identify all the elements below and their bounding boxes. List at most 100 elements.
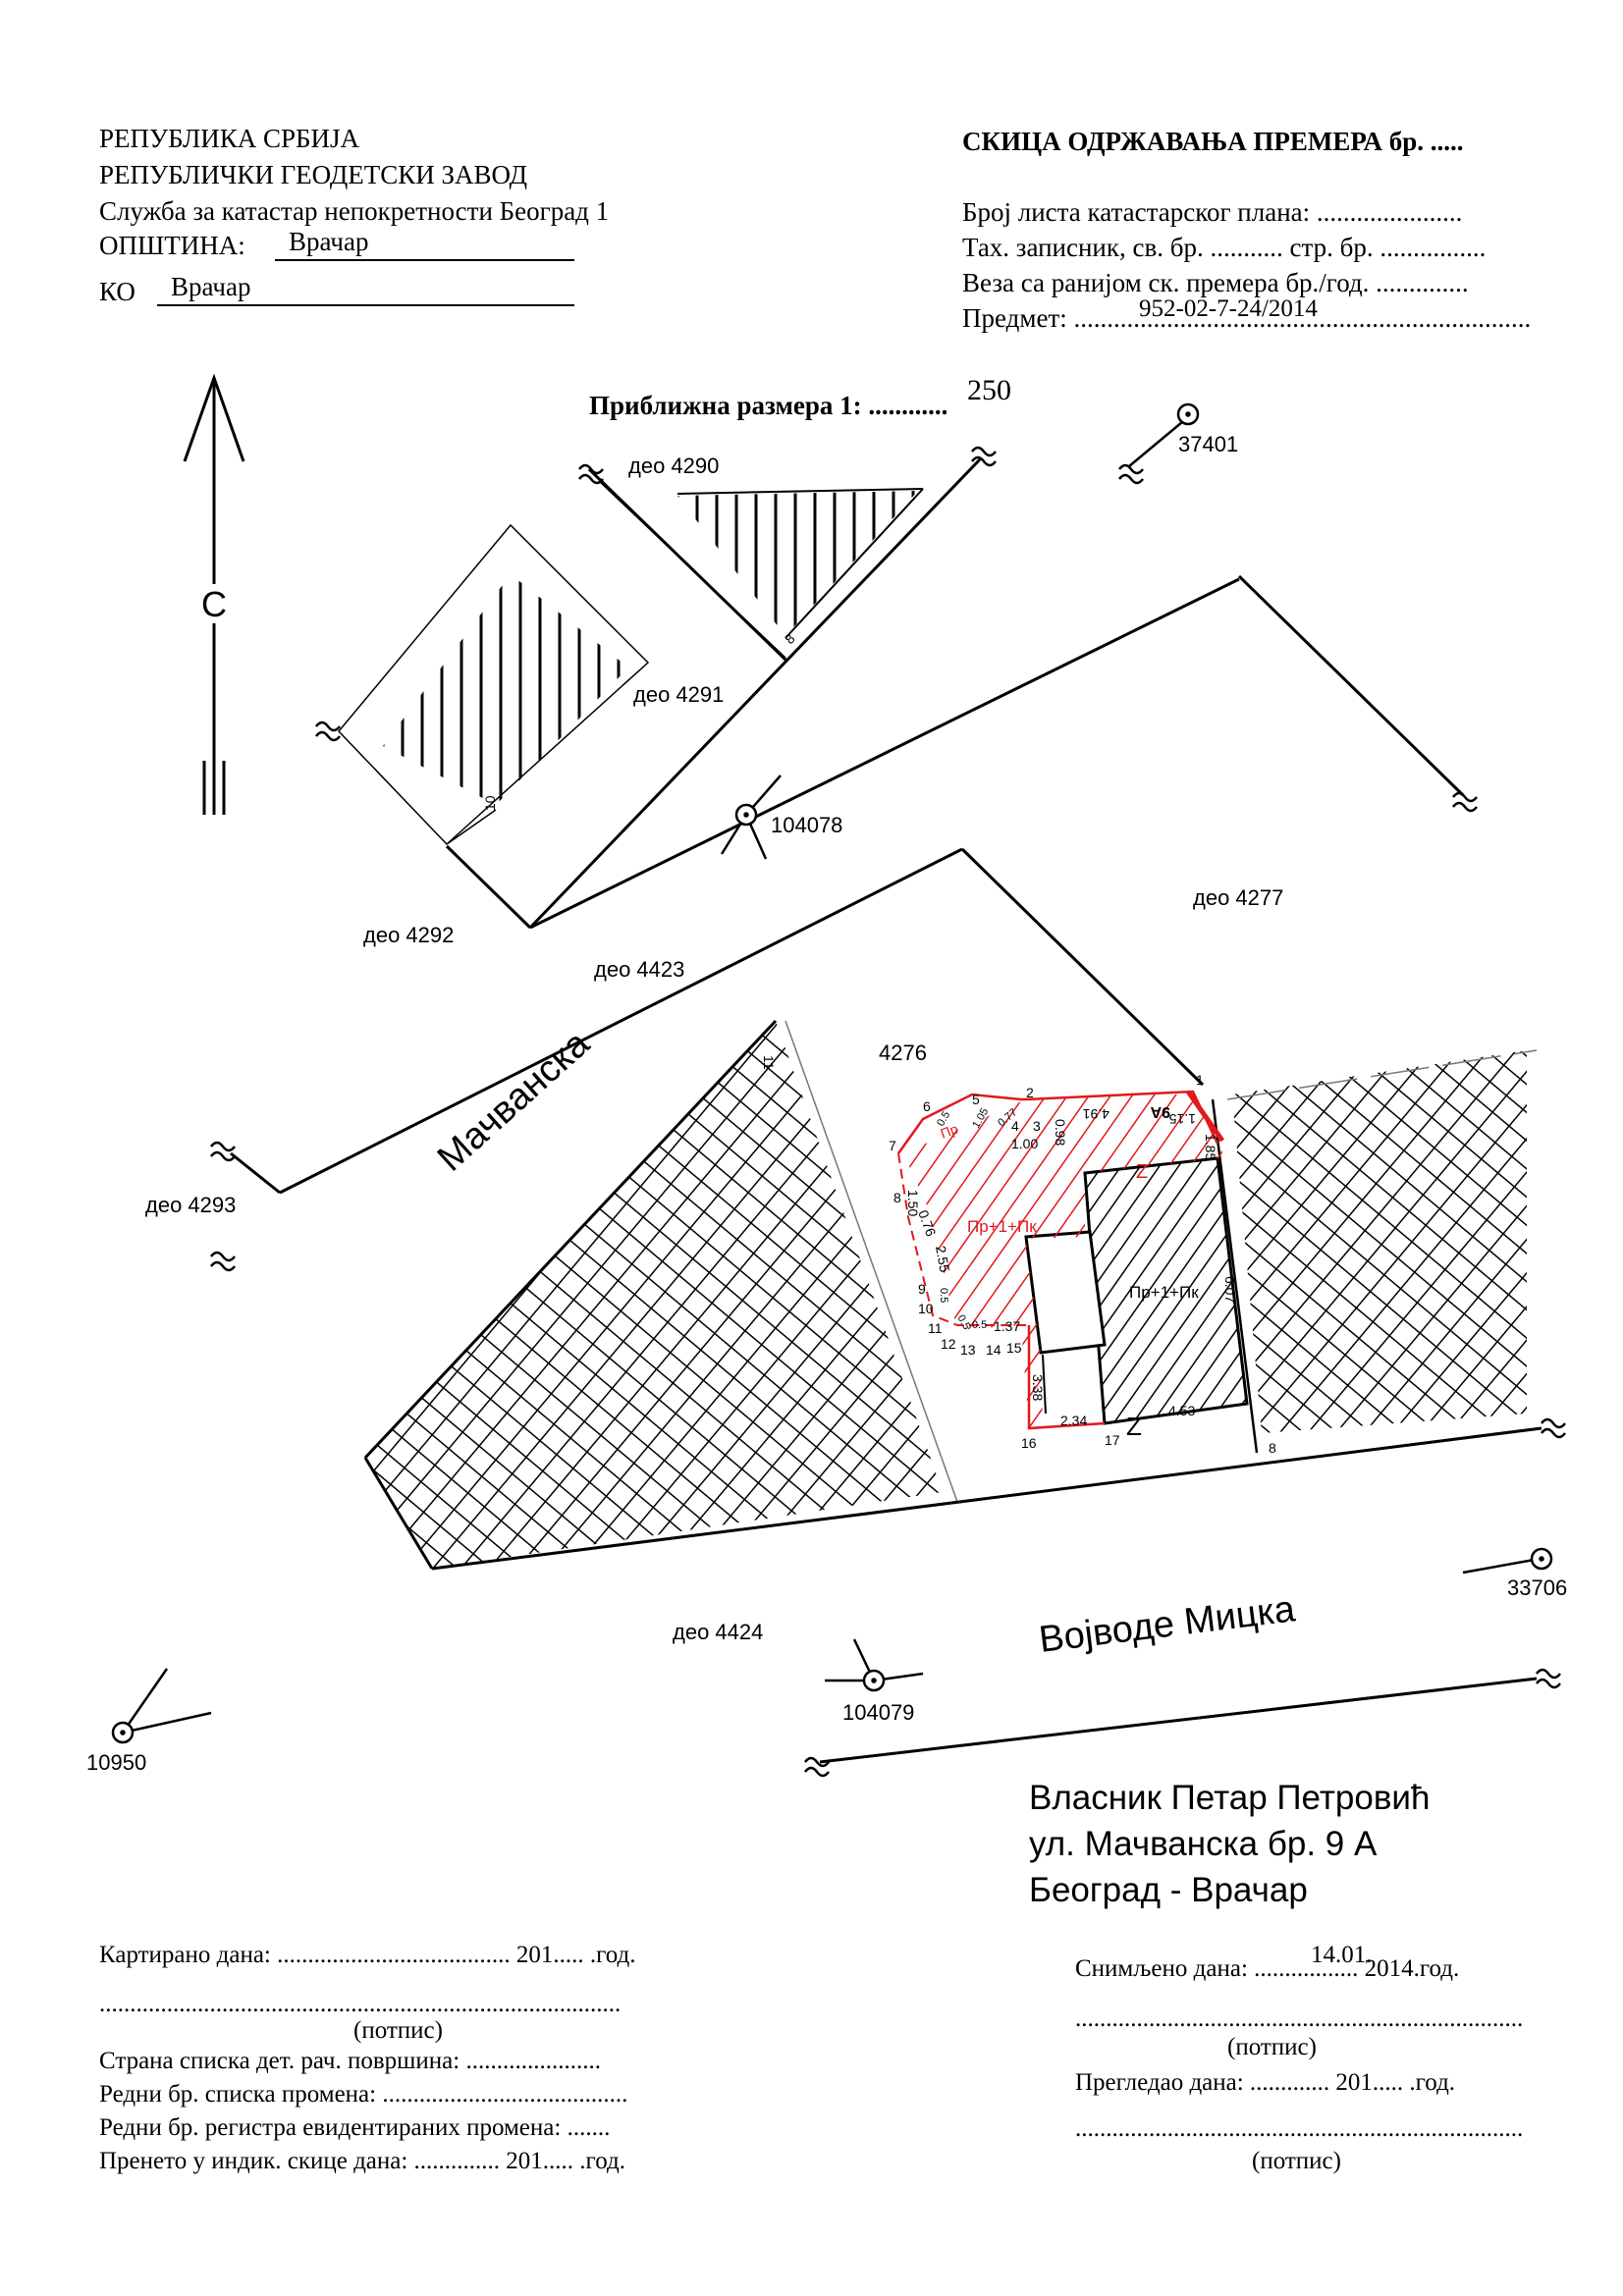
change-list-number-line: Редни бр. списка промена: ..............…: [99, 2081, 628, 2108]
parcel-label: део 4423: [594, 957, 684, 982]
svg-text:6.07: 6.07: [1222, 1276, 1238, 1303]
signature-dots: ........................................…: [99, 1991, 622, 2017]
parcel-label: део 4424: [673, 1620, 763, 1644]
street-name-vojvode-micka: Војводе Мицка: [1037, 1588, 1298, 1661]
parcel-label: део 4292: [363, 923, 454, 947]
svg-text:15: 15: [1006, 1340, 1022, 1356]
hatch-area-west: [365, 1021, 943, 1569]
signature-dots: ........................................…: [1075, 2115, 1524, 2142]
svg-text:10: 10: [918, 1301, 934, 1316]
survey-point-37401: [1128, 402, 1200, 467]
svg-text:8: 8: [893, 1190, 901, 1205]
svg-text:1.50: 1.50: [905, 1190, 921, 1216]
svg-text:11: 11: [928, 1320, 943, 1336]
surveyed-date-line: Снимљено дана: ................. 2014.го…: [1075, 1955, 1460, 1982]
sketch-title: СКИЦА ОДРЖАВАЊА ПРЕМЕРА бр. .....: [962, 127, 1464, 156]
transferred-date-line: Пренето у индик. скице дана: ...........…: [99, 2148, 625, 2174]
mapped-date-line: Картирано дана: ........................…: [99, 1942, 636, 1968]
svg-text:1.37: 1.37: [994, 1318, 1020, 1334]
svg-text:16: 16: [1021, 1435, 1037, 1451]
surveyed-date-value: 14.01.: [1311, 1942, 1373, 1968]
svg-text:1.15: 1.15: [1169, 1111, 1196, 1127]
header-institute: РЕПУБЛИЧКИ ГЕОДЕТСКИ ЗАВОД: [99, 160, 528, 189]
ko-value: Врачар: [157, 269, 574, 306]
street-vojvode-lower: [819, 1677, 1538, 1764]
sheet-number-line: Број листа катастарског плана: .........…: [962, 197, 1463, 227]
svg-text:0.5: 0.5: [938, 1288, 949, 1303]
owner-address: ул. Мачванска бр. 9 А: [1029, 1825, 1378, 1863]
pr-mark: Пр: [939, 1121, 960, 1142]
street-name-machvanska: Мачванска: [430, 1023, 598, 1180]
svg-text:2.34: 2.34: [1060, 1413, 1087, 1428]
svg-text:12: 12: [941, 1336, 956, 1352]
svg-text:17: 17: [1105, 1432, 1120, 1448]
svg-text:2: 2: [1026, 1085, 1034, 1100]
svg-text:1.00: 1.00: [1011, 1136, 1038, 1151]
survey-point-10950: [111, 1668, 212, 1744]
svg-text:0.5: 0.5: [972, 1319, 987, 1331]
hatch-area-4290: [677, 491, 918, 636]
parcel-label: део 4290: [628, 454, 719, 478]
owner-city: Београд - Врачар: [1029, 1871, 1308, 1909]
boundary-line: [1237, 574, 1465, 797]
svg-text:9А: 9А: [1150, 1103, 1170, 1120]
scale-value: 250: [967, 374, 1011, 406]
svg-text:5: 5: [972, 1092, 980, 1107]
point-label: 104078: [771, 813, 842, 837]
svg-text:1.85: 1.85: [1203, 1134, 1218, 1160]
hatch-area-4291: [383, 574, 628, 805]
signature-caption: (потпис): [1227, 2034, 1317, 2060]
tax-record-line: Тах. записник, св. бр. ........... стр. …: [962, 233, 1487, 262]
vertex-numbers: 1 2 3 4 5 6 7 8 9 10 11 12 13 14 15 16 1…: [889, 1072, 1276, 1456]
subject-value: 952-02-7-24/2014: [1139, 295, 1318, 322]
boundary-line: [960, 847, 1205, 1087]
building-label-existing: Пр+1+Пк: [1129, 1283, 1199, 1302]
reviewed-date-line: Прегледао дана: ............. 201..... .…: [1075, 2069, 1456, 2096]
svg-text:10: 10: [482, 795, 498, 811]
boundary-line: [528, 457, 982, 930]
opstina-value: Врачар: [275, 224, 574, 261]
street-machvanska-upper: [529, 577, 1240, 930]
subject-line: Предмет: ...............................…: [962, 303, 1532, 333]
new-building-hatch: [903, 1095, 1222, 1428]
svg-text:0.98: 0.98: [1053, 1119, 1068, 1146]
scale-label: Приближна размера 1: ............: [589, 391, 948, 420]
signature-caption: (потпис): [353, 2017, 443, 2044]
street-machvanska-lower: [279, 847, 963, 1195]
north-arrow: [183, 373, 245, 815]
boundary-line: [598, 480, 786, 659]
street-vojvode-upper: [431, 1426, 1542, 1571]
north-letter: С: [201, 584, 227, 624]
svg-text:3.38: 3.38: [1030, 1374, 1046, 1401]
hatch-area-east: [1232, 1050, 1527, 1433]
survey-point-104079: [825, 1638, 924, 1692]
break-symbols: [210, 446, 1566, 1778]
svg-text:6: 6: [923, 1098, 931, 1114]
svg-text:8: 8: [1269, 1440, 1276, 1456]
svg-text:4.53: 4.53: [1168, 1403, 1195, 1418]
boundary-line: [784, 1020, 958, 1503]
point-label: 33706: [1507, 1575, 1567, 1600]
svg-text:2.55: 2.55: [933, 1245, 953, 1274]
svg-text:9: 9: [918, 1281, 926, 1297]
svg-text:7: 7: [889, 1138, 896, 1153]
parcel-label: 4276: [879, 1041, 927, 1065]
parcel-label: део 4291: [633, 682, 724, 707]
register-number-line: Редни бр. регистра евидентираних промена…: [99, 2114, 611, 2141]
new-building-outline: [896, 1090, 1219, 1154]
point-label: 104079: [842, 1700, 914, 1725]
point-label: 37401: [1178, 432, 1238, 456]
link-previous-line: Веза са ранијом ск. премера бр./год. ...…: [962, 268, 1469, 297]
opstina-label: ОПШТИНА:: [99, 231, 245, 260]
header-service: Служба за катастар непокретности Београд…: [99, 196, 610, 226]
parcel-label: део 4277: [1193, 885, 1283, 910]
svg-text:4.91: 4.91: [1083, 1106, 1109, 1122]
svg-text:13: 13: [960, 1342, 976, 1358]
building-label-new: Пр+1+Пк: [967, 1217, 1037, 1236]
svg-text:1: 1: [1196, 1072, 1204, 1088]
header-republic: РЕПУБЛИКА СРБИЈА: [99, 124, 360, 153]
svg-text:14: 14: [986, 1342, 1001, 1358]
svg-text:3: 3: [1033, 1118, 1041, 1134]
signature-dots: ........................................…: [1075, 2005, 1524, 2032]
